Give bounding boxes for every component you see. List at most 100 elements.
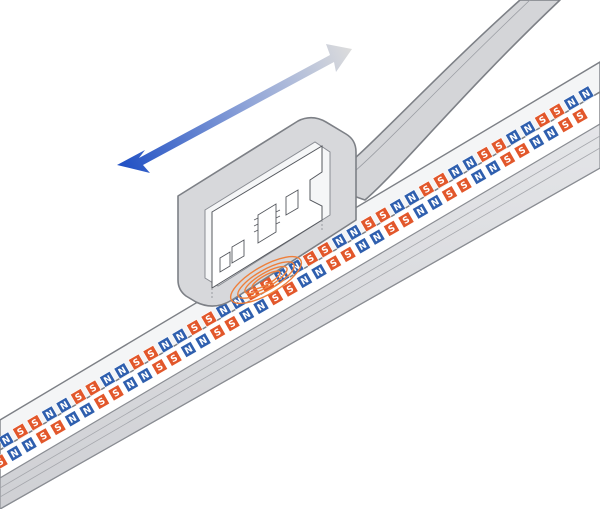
south-pole-block: S (150, 358, 169, 376)
pole-letter: S (552, 106, 563, 118)
north-pole-block: N (252, 297, 270, 315)
north-pole-block: N (388, 197, 407, 216)
south-pole-block: S (455, 176, 473, 194)
pole-letter: S (494, 141, 505, 153)
pole-letter: S (561, 120, 572, 132)
north-pole-block: N (310, 263, 328, 281)
south-pole-block: S (324, 254, 343, 272)
pole-letter: S (517, 146, 528, 158)
pole-letter: N (9, 448, 21, 460)
north-pole-block: N (0, 431, 15, 449)
pole-letter: S (227, 319, 238, 331)
north-pole-block: N (40, 405, 59, 423)
south-pole-block: S (440, 185, 459, 203)
pole-letter: S (387, 223, 398, 235)
pole-letter: S (538, 115, 549, 127)
north-pole-block: N (426, 193, 444, 212)
pole-letter: N (407, 193, 419, 205)
pole-letter: N (102, 374, 114, 386)
pole-letter: S (0, 457, 6, 469)
north-pole-block: N (330, 232, 349, 250)
south-pole-block: S (142, 344, 160, 363)
pole-letter: N (198, 336, 210, 348)
pole-letter: S (204, 314, 215, 326)
pole-letter: S (436, 175, 447, 187)
south-pole-block: S (127, 353, 146, 371)
pole-letter: N (334, 236, 346, 248)
pole-letter: S (320, 245, 331, 257)
pole-letter: S (271, 293, 282, 305)
north-pole-block: N (55, 396, 73, 415)
pole-letter: S (401, 215, 412, 227)
pole-letter: N (581, 89, 593, 101)
north-pole-block: N (78, 401, 96, 419)
pole-letter: S (74, 392, 85, 404)
south-pole-block: S (397, 211, 415, 229)
pole-letter: N (349, 227, 361, 239)
pole-letter: N (450, 167, 462, 179)
south-pole-block: S (339, 245, 357, 264)
south-pole-block: S (185, 318, 204, 337)
pole-letter: N (546, 128, 558, 140)
north-pole-block: N (136, 366, 154, 385)
south-pole-block: S (34, 427, 53, 445)
pole-letter: N (566, 97, 578, 109)
pole-letter: N (488, 163, 500, 175)
pole-letter: S (248, 288, 259, 300)
south-pole-block: S (208, 323, 227, 341)
pole-letter: N (1, 435, 13, 447)
south-pole-block: S (49, 418, 67, 437)
south-pole-block: S (533, 111, 552, 129)
pole-letter: S (306, 253, 317, 265)
south-pole-block: S (432, 171, 450, 190)
pole-letter: N (415, 206, 427, 218)
north-pole-block: N (121, 375, 140, 393)
pole-letter: N (508, 132, 520, 144)
pole-letter: S (30, 418, 41, 430)
north-pole-block: N (542, 124, 560, 142)
north-pole-block: N (446, 163, 465, 181)
pole-letter: N (125, 379, 137, 391)
south-pole-block: S (200, 310, 218, 328)
sensor-pcb (211, 145, 323, 300)
north-pole-block: N (237, 306, 256, 324)
north-pole-block: N (411, 202, 430, 220)
north-pole-block: N (20, 436, 38, 454)
pole-letter: N (59, 400, 71, 412)
pole-letter: S (285, 284, 296, 296)
south-pole-block: S (417, 180, 436, 198)
pole-letter: N (117, 366, 129, 378)
pole-letter: S (16, 426, 27, 438)
south-pole-block: S (316, 241, 334, 259)
south-pole-block: S (490, 137, 508, 155)
south-pole-block: S (513, 141, 531, 160)
pole-letter: N (299, 275, 311, 287)
north-pole-block: N (194, 332, 212, 350)
pole-letter: S (155, 362, 166, 374)
pole-letter: N (183, 344, 195, 356)
pole-letter: N (357, 241, 369, 253)
pole-letter: N (233, 296, 245, 308)
north-pole-block: N (469, 167, 488, 186)
north-pole-block: N (113, 362, 131, 380)
pole-letter: S (97, 396, 108, 408)
pole-letter: N (430, 197, 442, 209)
south-pole-block: S (382, 219, 401, 238)
pole-letter: S (53, 422, 64, 434)
pole-letter: S (329, 258, 340, 270)
north-pole-block: N (156, 336, 175, 354)
magnetic-field-rings-icon (229, 255, 303, 305)
pole-letter: S (445, 189, 456, 201)
south-pole-block: S (84, 379, 102, 397)
pole-letter: S (480, 150, 491, 162)
pole-letter: S (169, 353, 180, 365)
pole-letter: S (364, 219, 375, 231)
south-pole-block: S (374, 206, 392, 224)
south-pole-block: S (107, 384, 125, 402)
north-pole-block: N (171, 327, 189, 345)
pole-letter: N (44, 409, 56, 421)
pole-letter: S (262, 279, 273, 291)
north-pole-block: N (98, 370, 117, 389)
south-pole-block: S (223, 314, 241, 333)
